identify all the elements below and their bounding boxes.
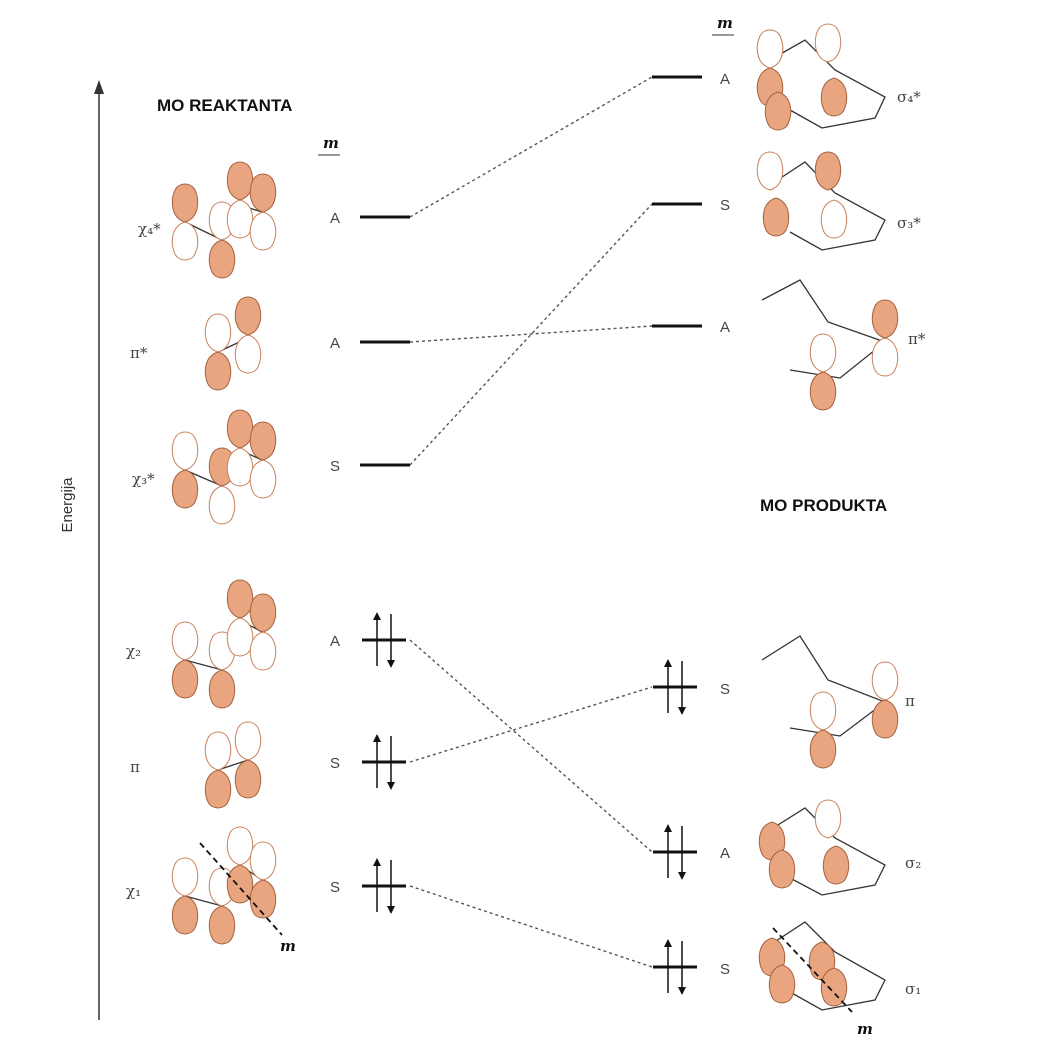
reactant-level-chi3: χ₃* S: [132, 458, 410, 488]
product-header: MO PRODUKTA: [760, 496, 887, 515]
mirror-label: m: [857, 1020, 873, 1038]
correlation-line: [409, 325, 653, 343]
reactant-levels: χ₄* A π* A χ₃* S χ₂ A π S χ₁: [126, 210, 410, 914]
electron-pair: [362, 612, 406, 668]
electron-pair: [362, 734, 406, 790]
level-name: χ₄*: [138, 220, 161, 238]
symmetry-label: A: [720, 71, 730, 88]
symmetry-label: A: [330, 633, 340, 650]
electron-pair: [653, 939, 697, 995]
level-name: π*: [908, 330, 926, 348]
orbital-chi3: [172, 410, 275, 524]
orbital-pi-product: [761, 635, 898, 768]
level-name: π*: [130, 344, 148, 362]
symmetry-label: S: [720, 961, 730, 978]
product-level-pistar: A π*: [652, 319, 926, 348]
orbital-sigma4: [756, 23, 886, 131]
symmetry-label: S: [720, 681, 730, 698]
level-name: σ₁: [905, 980, 921, 998]
electron-pair: [362, 858, 406, 914]
orbital-pi-reactant: [205, 722, 260, 808]
correlation-line: [409, 639, 653, 853]
product-level-sigma2: A σ₂: [653, 824, 921, 880]
symmetry-label: A: [720, 845, 730, 862]
level-name: π: [905, 692, 915, 710]
level-name: χ₁: [126, 882, 141, 900]
product-level-sigma1: S σ₁: [653, 939, 921, 998]
orbital-chi4: [172, 162, 275, 278]
reactant-header: MO REAKTANTA: [157, 96, 292, 115]
orbital-chi2: [172, 580, 275, 708]
mirror-plane: [199, 842, 283, 936]
level-name: σ₂: [905, 854, 921, 872]
symmetry-label: A: [330, 335, 340, 352]
product-level-sigma4: A σ₄*: [652, 71, 921, 106]
reactant-level-pistar: π* A: [130, 335, 410, 362]
symmetry-label: S: [330, 879, 340, 896]
orbital-chi1: m: [172, 827, 296, 955]
level-name: π: [130, 758, 140, 776]
level-name: χ₂: [126, 642, 141, 660]
reactant-level-chi2: χ₂ A: [126, 612, 406, 668]
axis-label: Energija: [59, 477, 76, 533]
reactant-level-chi1: χ₁ S: [126, 858, 406, 914]
orbital-pistar-reactant: [205, 297, 260, 390]
product-level-pi: S π: [653, 659, 915, 715]
reactant-level-pi: π S: [130, 734, 406, 790]
level-name: σ₃*: [897, 214, 921, 232]
reactant-level-chi4: χ₄* A: [138, 210, 410, 238]
correlation-line: [409, 885, 653, 968]
symmetry-label: A: [720, 319, 730, 336]
correlation-lines: [409, 76, 653, 968]
product-m-header: m: [712, 14, 734, 36]
level-name: σ₄*: [897, 88, 921, 106]
reactant-m-header: m: [318, 134, 340, 156]
product-levels: A σ₄* S σ₃* A π* S π A σ₂ S σ₁: [652, 71, 926, 998]
symmetry-label: S: [330, 755, 340, 772]
energy-axis: Energija: [59, 80, 104, 1020]
electron-pair: [653, 659, 697, 715]
svg-text:m: m: [323, 134, 339, 152]
product-level-sigma3: S σ₃*: [652, 197, 921, 232]
symmetry-label: S: [330, 458, 340, 475]
correlation-line: [409, 686, 653, 763]
orbital-pistar-product: [761, 279, 898, 410]
svg-text:m: m: [717, 14, 733, 32]
symmetry-label: A: [330, 210, 340, 227]
correlation-line: [409, 76, 653, 218]
mirror-label: m: [280, 937, 296, 955]
orbital-sigma1: m: [758, 921, 886, 1038]
electron-pair: [653, 824, 697, 880]
symmetry-label: S: [720, 197, 730, 214]
orbital-sigma3: [756, 151, 886, 251]
orbital-sigma2: [758, 799, 886, 896]
correlation-line: [409, 203, 653, 466]
level-name: χ₃*: [132, 470, 155, 488]
